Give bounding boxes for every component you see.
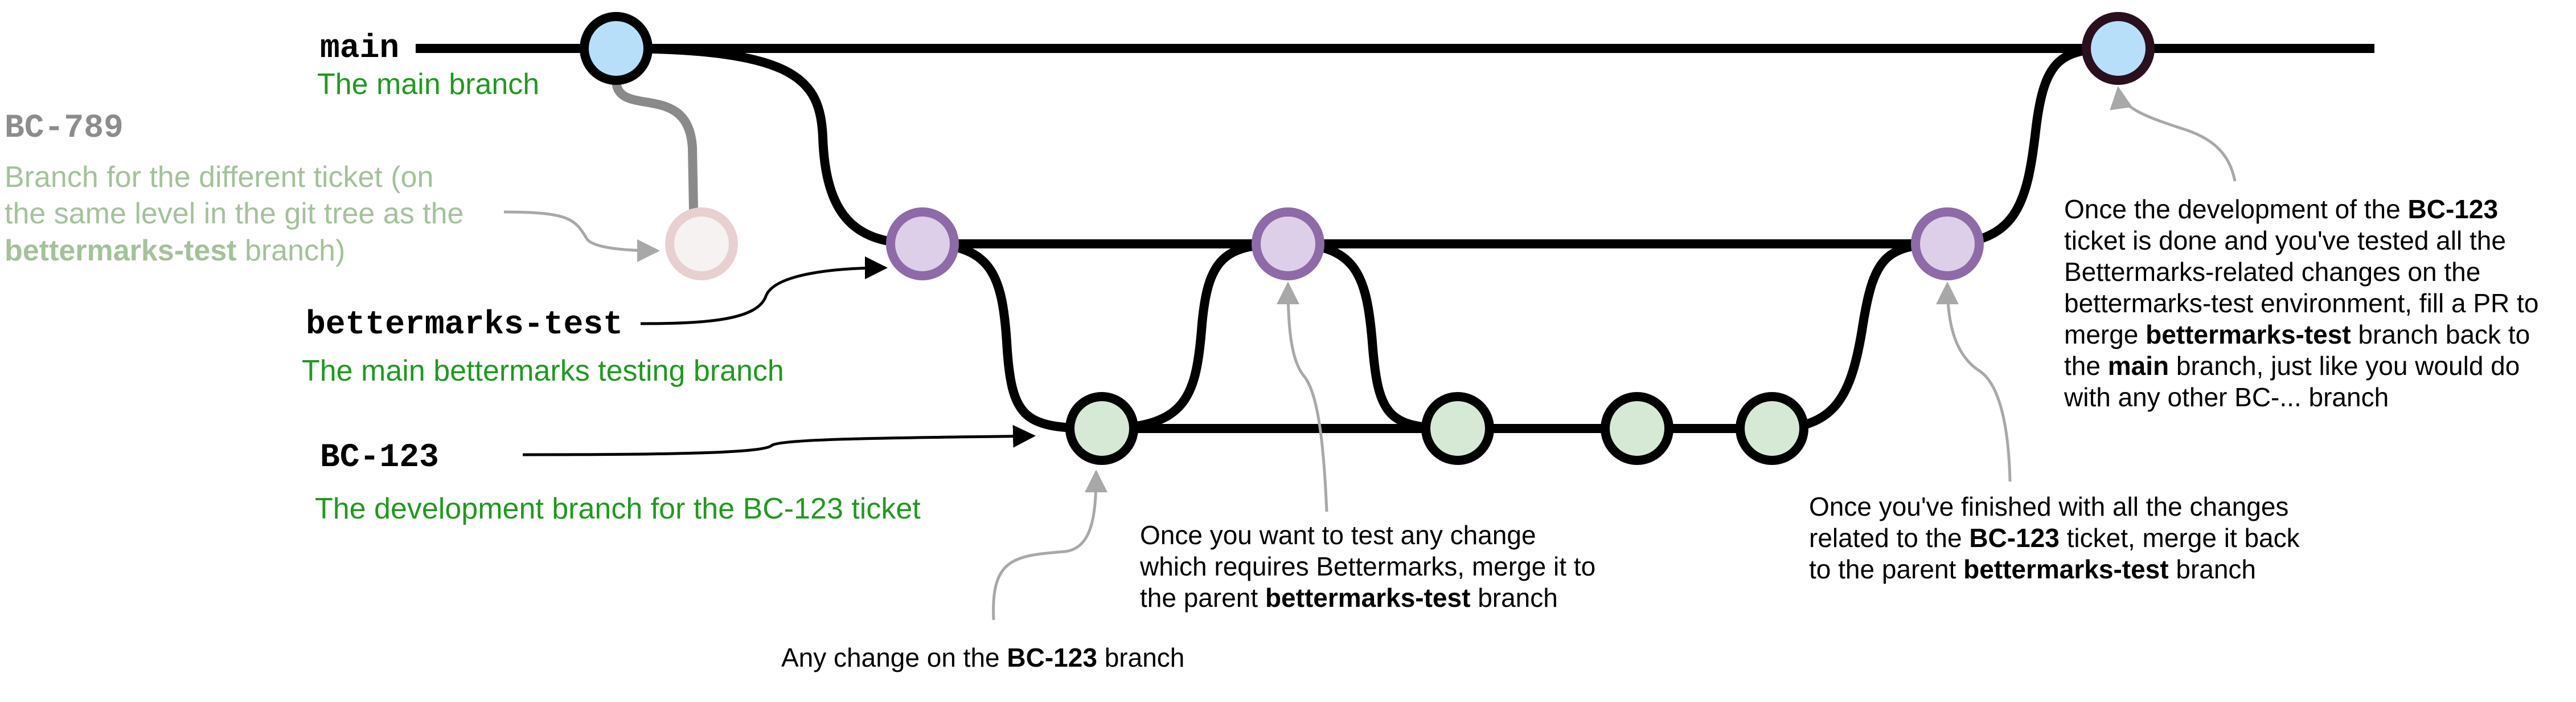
commit-main-initial[interactable] bbox=[580, 12, 653, 85]
main-branch-name: main bbox=[320, 30, 399, 67]
test-change-note-line1: Once you want to test any change bbox=[1140, 520, 1536, 550]
bc789-description-line1: Branch for the different ticket (on bbox=[5, 161, 433, 194]
commit-bc789[interactable] bbox=[665, 207, 738, 280]
done-note-line2: ticket is done and you've tested all the bbox=[2064, 226, 2506, 255]
commit-main-merge[interactable] bbox=[2082, 12, 2155, 85]
done-note-line5: merge bettermarks-test branch back to bbox=[2064, 320, 2530, 349]
finished-note-line2: related to the BC-123 ticket, merge it b… bbox=[1809, 523, 2300, 553]
finished-note-line3: to the parent bettermarks-test branch bbox=[1809, 554, 2256, 584]
test-change-note-line2: which requires Bettermarks, merge it to bbox=[1139, 552, 1595, 581]
commit-dev-4[interactable] bbox=[1736, 392, 1808, 465]
bc123-branch-description: The development branch for the BC-123 ti… bbox=[315, 492, 921, 525]
bc789-branch-line bbox=[612, 75, 698, 214]
test-change-note-arrow bbox=[1277, 281, 1328, 512]
bc123-label-arrow bbox=[522, 425, 1036, 456]
finished-note-line1: Once you've finished with all the change… bbox=[1809, 492, 2288, 521]
test-to-main-merge-curve bbox=[1941, 44, 2119, 248]
main-branch-description: The main branch bbox=[317, 68, 539, 101]
commit-dev-1[interactable] bbox=[1065, 392, 1138, 465]
done-note-line1: Once the development of the BC-123 bbox=[2064, 194, 2498, 224]
commit-test-1[interactable] bbox=[886, 207, 959, 280]
bc123-branch-name: BC-123 bbox=[320, 439, 439, 476]
finished-note-arrow bbox=[1936, 281, 2012, 482]
done-note-line4: bettermarks-test environment, fill a PR … bbox=[2064, 288, 2538, 318]
bc789-label-arrow bbox=[503, 210, 660, 262]
bc789-description-line3: bettermarks-test branch) bbox=[5, 234, 345, 267]
bettermarks-test-label-arrow bbox=[640, 256, 888, 325]
test-change-note-line3: the parent bettermarks-test branch bbox=[1140, 583, 1558, 613]
dev-to-test-final-merge-curve bbox=[1771, 239, 1948, 433]
done-note-line6: the main branch, just like you would do bbox=[2064, 351, 2520, 381]
bettermarks-test-branch-name: bettermarks-test bbox=[306, 307, 623, 344]
any-change-note: Any change on the BC-123 branch bbox=[781, 643, 1184, 672]
commit-test-3[interactable] bbox=[1911, 207, 1984, 280]
done-note-arrow bbox=[2110, 86, 2237, 182]
done-note-line7: with any other BC-... branch bbox=[2064, 382, 2389, 412]
any-change-note-arrow bbox=[992, 470, 1107, 621]
done-note-line3: Bettermarks-related changes on the bbox=[2064, 257, 2480, 287]
main-to-test-curve bbox=[616, 44, 923, 248]
bc789-branch-name: BC-789 bbox=[5, 110, 124, 147]
commit-test-2[interactable] bbox=[1252, 207, 1324, 280]
test-to-dev-sync-curve bbox=[1287, 239, 1458, 433]
commit-dev-3[interactable] bbox=[1601, 392, 1673, 465]
bc789-description-line2: the same level in the git tree as the bbox=[5, 197, 463, 230]
test-to-dev-curve bbox=[922, 239, 1102, 433]
bettermarks-test-branch-description: The main bettermarks testing branch bbox=[302, 354, 784, 387]
commit-dev-2[interactable] bbox=[1421, 392, 1494, 465]
dev-to-test-merge-curve bbox=[1101, 239, 1289, 433]
